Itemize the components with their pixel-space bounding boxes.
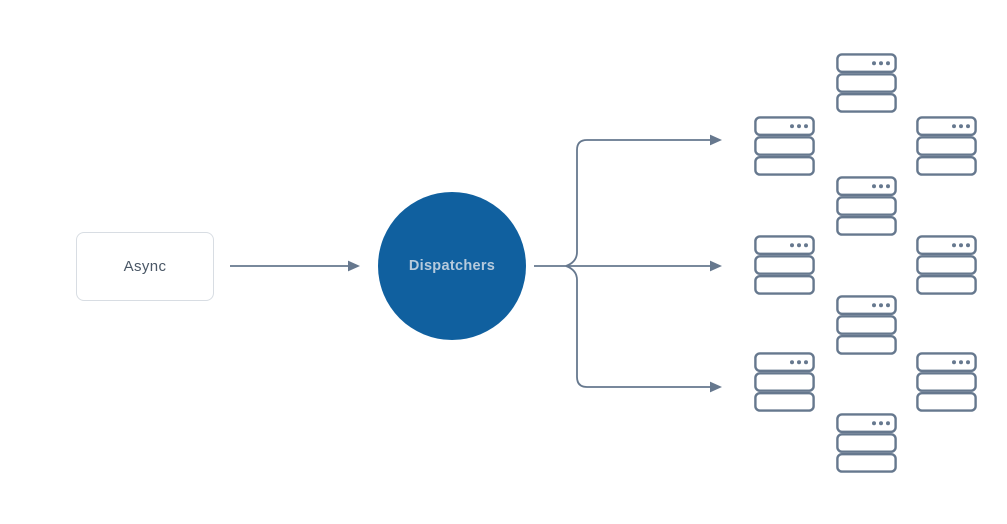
async-node-label: Async xyxy=(123,258,167,275)
server-node xyxy=(916,235,977,296)
server-node xyxy=(836,176,897,237)
server-node xyxy=(836,413,897,474)
server-node xyxy=(916,352,977,413)
server-node xyxy=(754,116,815,177)
server-icon xyxy=(754,116,815,177)
dispatchers-node-label: Dispatchers xyxy=(408,258,496,274)
async-node: Async xyxy=(76,232,214,301)
server-icon xyxy=(836,413,897,474)
server-node xyxy=(916,116,977,177)
server-icon xyxy=(916,352,977,413)
server-icon xyxy=(754,352,815,413)
server-icon xyxy=(916,116,977,177)
server-icon xyxy=(836,176,897,237)
server-node xyxy=(754,352,815,413)
arrow-async-to-dispatchers xyxy=(230,260,360,272)
server-icon xyxy=(836,295,897,356)
server-icon xyxy=(754,235,815,296)
arrow-dispatchers-branch xyxy=(534,134,722,393)
server-node xyxy=(754,235,815,296)
server-node xyxy=(836,53,897,114)
server-icon xyxy=(836,53,897,114)
server-node xyxy=(836,295,897,356)
dispatchers-node: Dispatchers xyxy=(378,192,526,340)
server-icon xyxy=(916,235,977,296)
